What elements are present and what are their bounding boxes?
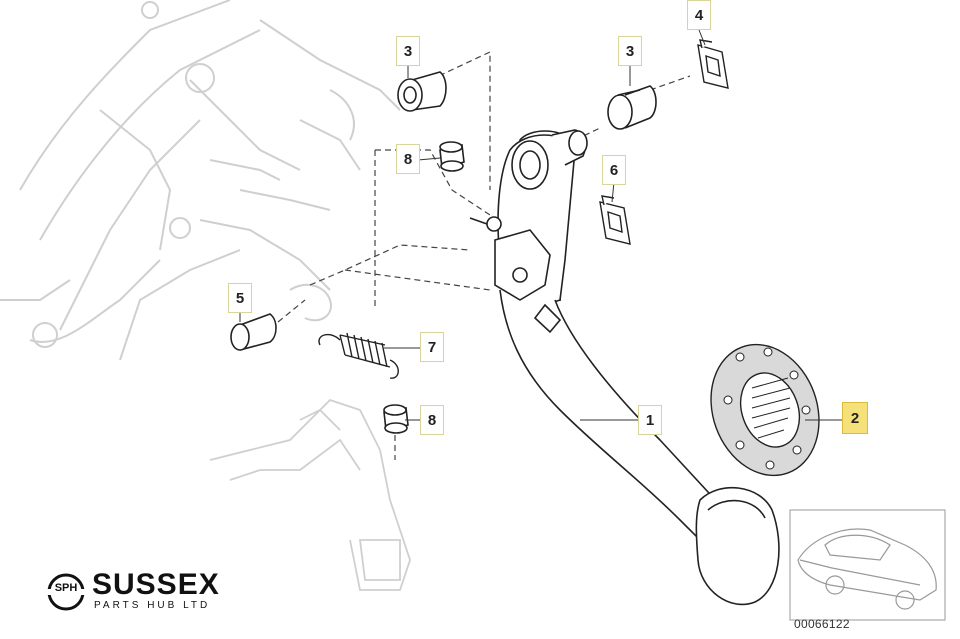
pedal-pad [695,486,780,606]
pin-5 [230,313,277,351]
sussex-parts-hub-logo: SPH SUSSEX PARTS HUB LTD [40,566,250,622]
clip-6 [599,195,631,245]
bushing-left [397,71,447,112]
pedal-bushing-boss [469,129,588,232]
callout-3-right: 3 [618,36,642,66]
pedal-rubber-pad [710,343,820,477]
grommet-top [439,141,465,172]
logo-ring-icon [46,573,86,611]
clip-4 [697,39,729,89]
callout-5: 5 [228,283,252,313]
return-spring [318,332,399,379]
bushing-right [607,85,657,130]
callout-2: 2 [842,402,868,434]
logo-mark-text: SPH [54,582,78,594]
callout-4: 4 [687,0,711,30]
logo-name: SUSSEX [92,568,220,601]
grommet-bottom [383,404,409,434]
callout-3-left: 3 [396,36,420,66]
background-assembly [0,0,401,361]
logo-tagline: PARTS HUB LTD [94,600,211,611]
vehicle-thumbnail [789,509,946,621]
bracket-ghost [209,398,411,591]
callout-6: 6 [602,155,626,185]
callout-7: 7 [420,332,444,362]
callout-8-top: 8 [396,144,420,174]
callout-1: 1 [638,405,662,435]
diagram-reference-code: 00066122 [794,617,850,631]
callout-8-bottom: 8 [420,405,444,435]
pedal-lever [494,130,721,542]
